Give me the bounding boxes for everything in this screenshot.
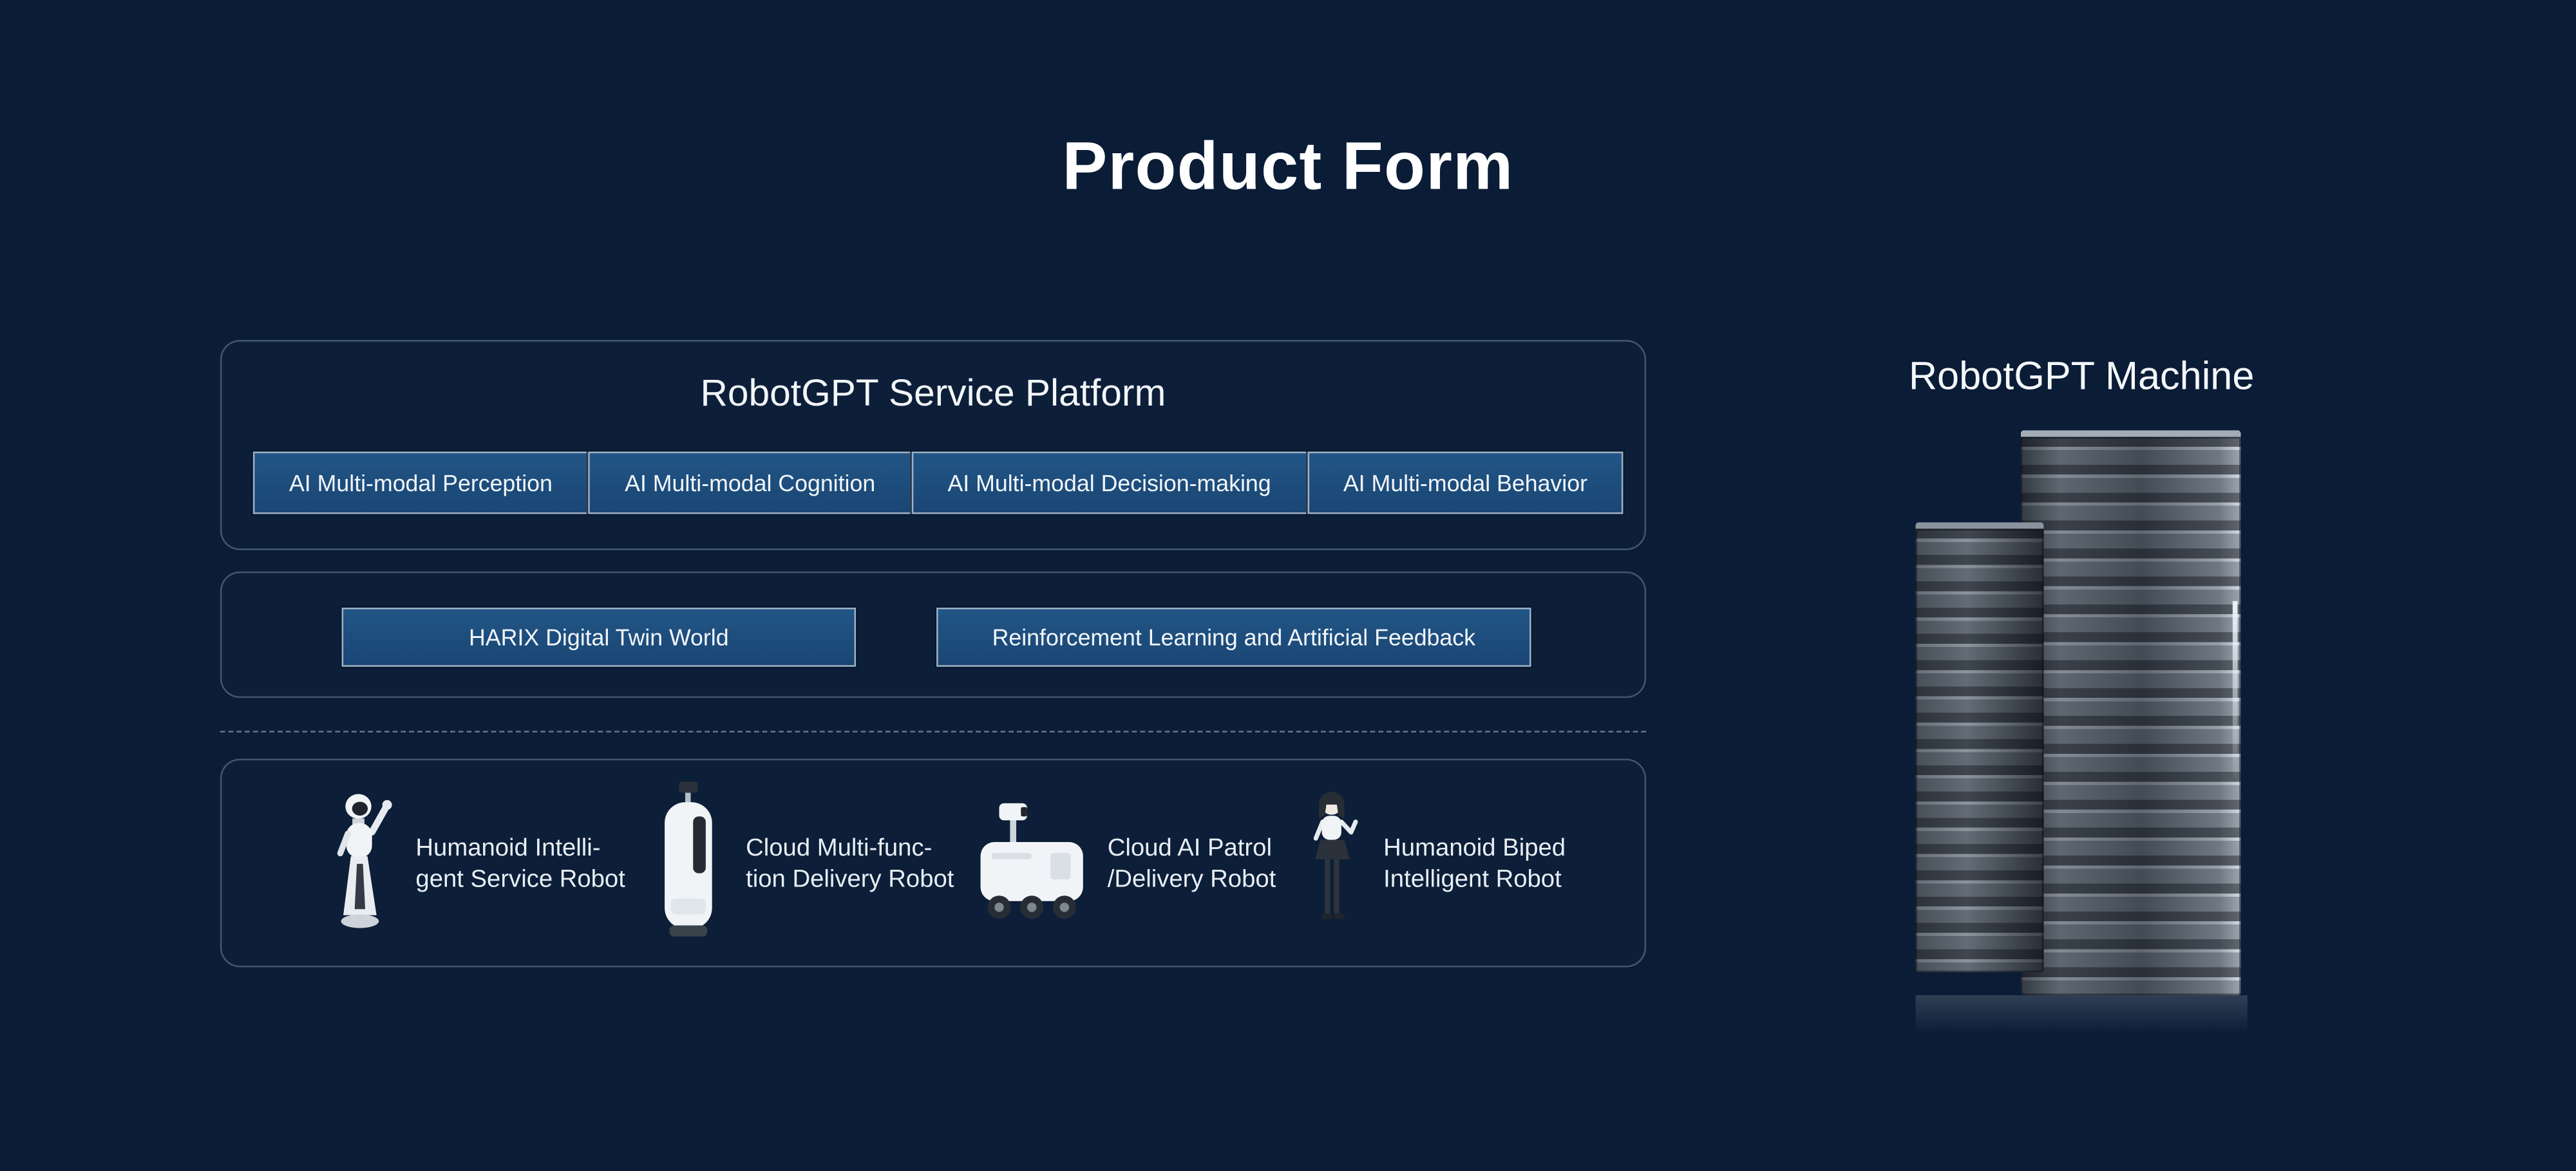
page-title: Product Form (1062, 127, 1514, 204)
robot-label: Cloud AI Patrol /Delivery Robot (1108, 832, 1276, 894)
machine-title: RobotGPT Machine (1908, 355, 2255, 399)
patrol-robot-icon (980, 802, 1084, 919)
platform-module-row: AI Multi-modal Perception AI Multi-modal… (222, 451, 1644, 514)
platform-panel: RobotGPT Service Platform AI Multi-modal… (220, 340, 1647, 550)
harix-digital-twin-chip: HARIX Digital Twin World (341, 607, 857, 667)
robot-label-line1: Humanoid Intelli- (415, 833, 601, 862)
robot-item-biped: Humanoid Biped Intelligent Robot (1298, 787, 1566, 939)
robot-label-line2: Intelligent Robot (1383, 865, 1562, 893)
robot-label-line2: /Delivery Robot (1107, 865, 1276, 893)
training-panel: HARIX Digital Twin World Reinforcement L… (220, 571, 1647, 698)
delivery-robot-icon (665, 781, 712, 936)
robot-label-line2: tion Delivery Robot (746, 865, 954, 893)
module-chip-decision-making: AI Multi-modal Decision-making (911, 451, 1307, 514)
robot-label-line1: Cloud Multi-func- (746, 833, 933, 862)
robot-item-delivery: Cloud Multi-func- tion Delivery Robot (647, 781, 954, 945)
platform-panel-title: RobotGPT Service Platform (700, 371, 1166, 414)
robot-label: Humanoid Biped Intelligent Robot (1383, 832, 1566, 894)
robot-item-humanoid-service: Humanoid Intelli- gent Service Robot (324, 786, 625, 941)
dashed-divider (220, 731, 1647, 733)
reinforcement-learning-chip: Reinforcement Learning and Artificial Fe… (936, 607, 1531, 667)
server-rack-image (1915, 424, 2248, 1035)
server-rack-tall (2020, 430, 2241, 995)
robots-panel: Humanoid Intelli- gent Service Robot Clo… (220, 758, 1647, 968)
biped-robot-icon (1313, 791, 1358, 919)
humanoid-service-robot-icon (337, 793, 392, 928)
module-chip-behavior: AI Multi-modal Behavior (1307, 451, 1624, 514)
robot-item-patrol: Cloud AI Patrol /Delivery Robot (976, 801, 1276, 926)
server-rack-short (1915, 522, 2044, 973)
robot-label-line2: gent Service Robot (415, 865, 625, 893)
module-chip-perception: AI Multi-modal Perception (252, 451, 589, 514)
rack-reflection (1915, 995, 2248, 1035)
module-chip-cognition: AI Multi-modal Cognition (589, 451, 912, 514)
robot-label-line1: Humanoid Biped (1383, 833, 1566, 862)
rack-edge-highlight (2232, 601, 2238, 782)
robot-label: Cloud Multi-func- tion Delivery Robot (746, 832, 954, 894)
robot-label: Humanoid Intelli- gent Service Robot (415, 832, 625, 894)
robot-label-line1: Cloud AI Patrol (1107, 833, 1272, 862)
